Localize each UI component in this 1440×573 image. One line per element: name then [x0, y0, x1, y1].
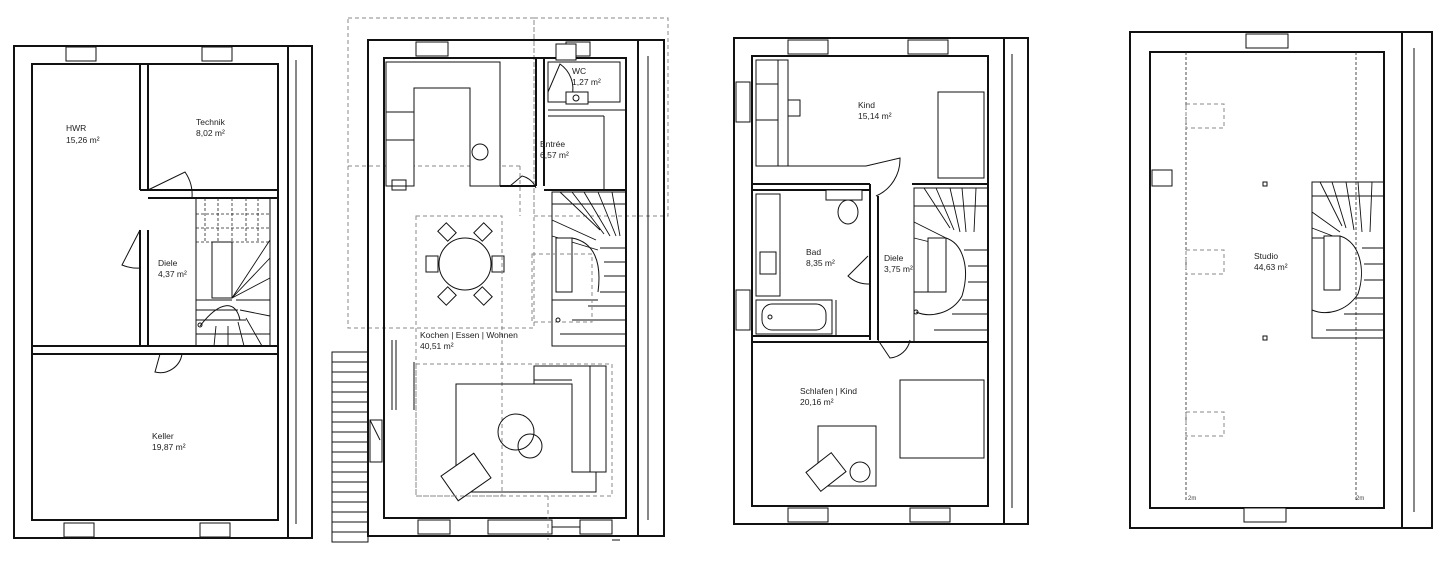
upper-floor-plan: Kind 15,14 m² Bad 8,35 m² Diele 3,75 m² …	[733, 37, 1029, 525]
room-name-entree: Entrée	[540, 139, 565, 149]
room-name-diele-keller: Diele	[158, 258, 178, 268]
room-area-keller: 19,87 m²	[152, 442, 186, 452]
room-area-bad: 8,35 m²	[806, 258, 835, 268]
room-area-hwr: 15,26 m²	[66, 135, 100, 145]
room-name-wc: WC	[572, 66, 586, 76]
room-area-technik: 8,02 m²	[196, 128, 225, 138]
room-area-schlafen-kind: 20,16 m²	[800, 397, 834, 407]
room-name-technik: Technik	[196, 117, 226, 127]
room-area-diele-og: 3,75 m²	[884, 264, 913, 274]
room-name-studio: Studio	[1254, 251, 1278, 261]
room-area-entree: 6,57 m²	[540, 150, 569, 160]
room-name-diele-og: Diele	[884, 253, 904, 263]
room-area-kochen-essen-wohnen: 40,51 m²	[420, 341, 454, 351]
ground-floor-plan: WC 1,27 m² Entrée 6,57 m² Kochen | Essen…	[331, 17, 669, 543]
dimension-mark-right: 2m	[1356, 496, 1364, 502]
room-name-kochen-essen-wohnen: Kochen | Essen | Wohnen	[420, 330, 518, 340]
room-area-wc: 1,27 m²	[572, 77, 601, 87]
room-area-studio: 44,63 m²	[1254, 262, 1288, 272]
basement-plan: HWR 15,26 m² Technik 8,02 m² Diele 4,37 …	[13, 45, 313, 539]
room-area-kind: 15,14 m²	[858, 111, 892, 121]
room-name-bad: Bad	[806, 247, 821, 257]
room-name-schlafen-kind: Schlafen | Kind	[800, 386, 857, 396]
room-name-keller: Keller	[152, 431, 174, 441]
room-name-kind: Kind	[858, 100, 875, 110]
room-name-hwr: HWR	[66, 123, 86, 133]
dimension-mark-left: 2m	[1188, 496, 1196, 502]
attic-plan: Studio 44,63 m² 2m 2m	[1129, 31, 1433, 529]
terrace-decking	[331, 351, 369, 543]
room-area-diele-keller: 4,37 m²	[158, 269, 187, 279]
